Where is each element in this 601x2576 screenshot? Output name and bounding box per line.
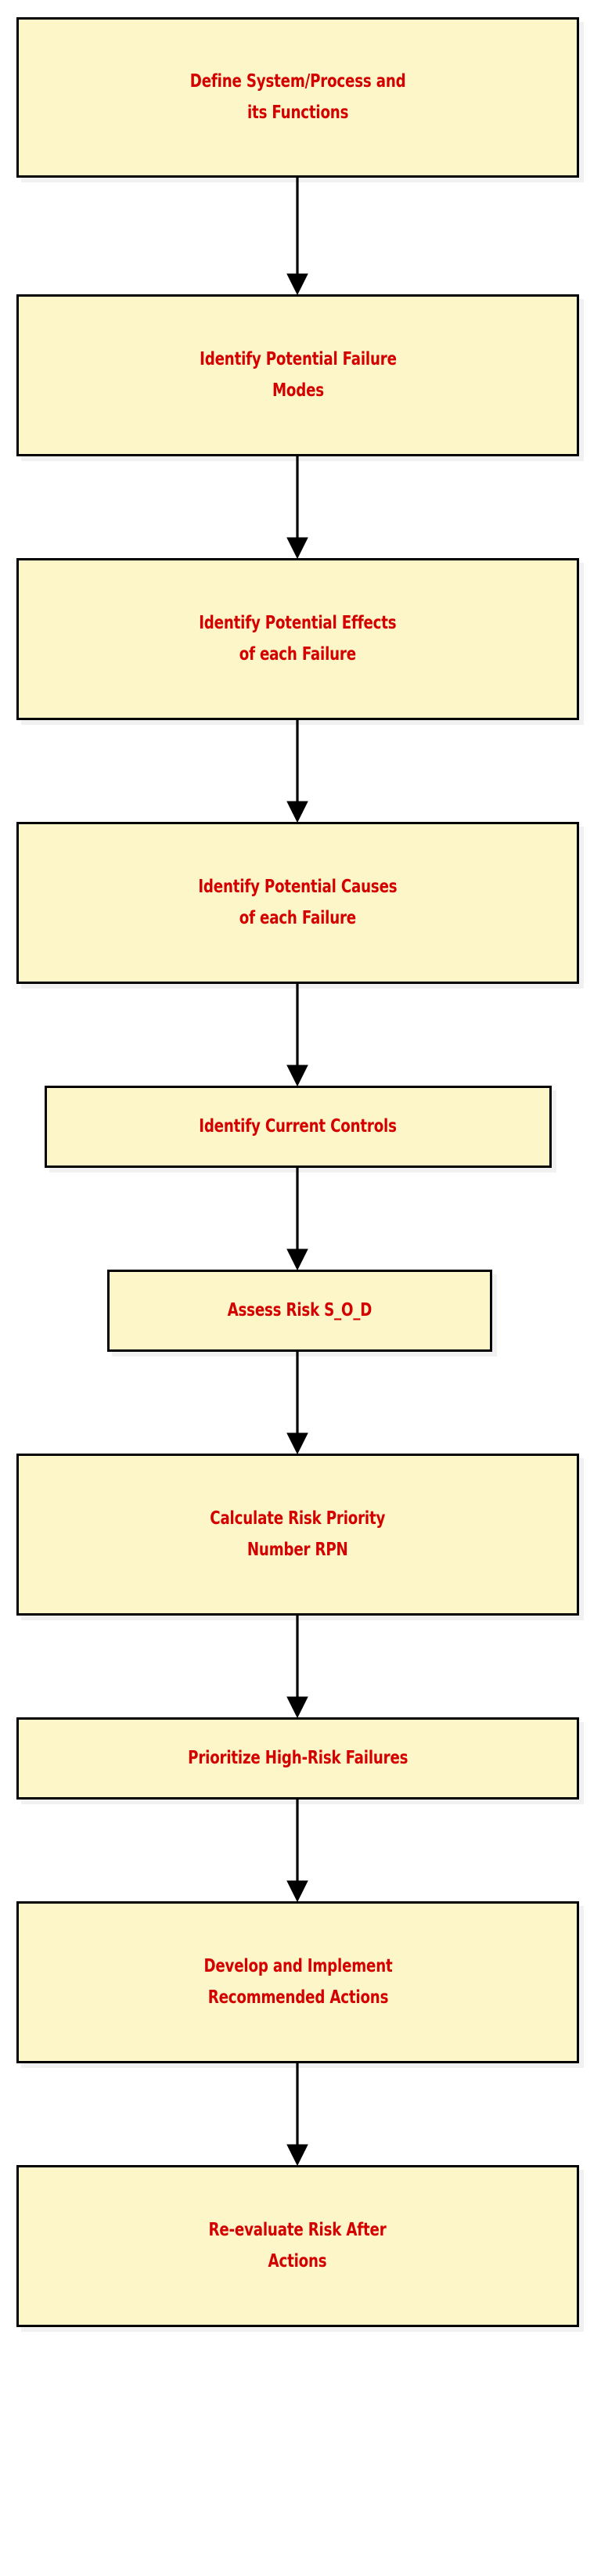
flowchart-node-label: Calculate Risk Priority Number RPN: [210, 1508, 386, 1560]
flowchart-node-label: Develop and Implement Recommended Action…: [203, 1955, 393, 2008]
flowchart-node-n4[interactable]: Identify Potential Causes of each Failur…: [16, 822, 579, 984]
arrowhead-2: [286, 537, 308, 560]
flowchart-node-label: Define System/Process and its Functions: [189, 70, 406, 123]
arrowhead-4: [286, 1065, 308, 1087]
flowchart-node-n5[interactable]: Identify Current Controls: [45, 1086, 552, 1168]
flowchart-node-label: Identify Potential Failure Modes: [199, 348, 397, 401]
flowchart-node-label: Prioritize High-Risk Failures: [187, 1747, 408, 1768]
arrowhead-8: [286, 1880, 308, 1903]
arrowhead-6: [286, 1432, 308, 1455]
flowchart-node-n8[interactable]: Prioritize High-Risk Failures: [16, 1717, 579, 1800]
flowchart-node-label: Identify Current Controls: [199, 1115, 398, 1137]
flowchart-node-n2[interactable]: Identify Potential Failure Modes: [16, 294, 579, 456]
arrowhead-5: [286, 1248, 308, 1271]
flowchart-node-n6[interactable]: Assess Risk S_O_D: [107, 1270, 492, 1352]
arrowhead-1: [286, 273, 308, 296]
arrowhead-7: [286, 1696, 308, 1719]
arrowhead-9: [286, 2144, 308, 2167]
flowchart-node-n10[interactable]: Re-evaluate Risk After Actions: [16, 2165, 579, 2327]
flowchart-node-label: Re-evaluate Risk After Actions: [208, 2219, 387, 2272]
flowchart-node-label: Assess Risk S_O_D: [227, 1299, 372, 1320]
flowchart-node-label: Identify Potential Effects of each Failu…: [199, 612, 397, 665]
flowchart-node-n7[interactable]: Calculate Risk Priority Number RPN: [16, 1454, 579, 1616]
flowchart-node-label: Identify Potential Causes of each Failur…: [198, 876, 398, 928]
arrowhead-3: [286, 801, 308, 823]
flowchart-node-n1[interactable]: Define System/Process and its Functions: [16, 17, 579, 178]
flowchart-node-n3[interactable]: Identify Potential Effects of each Failu…: [16, 558, 579, 720]
flowchart-node-n9[interactable]: Develop and Implement Recommended Action…: [16, 1901, 579, 2063]
